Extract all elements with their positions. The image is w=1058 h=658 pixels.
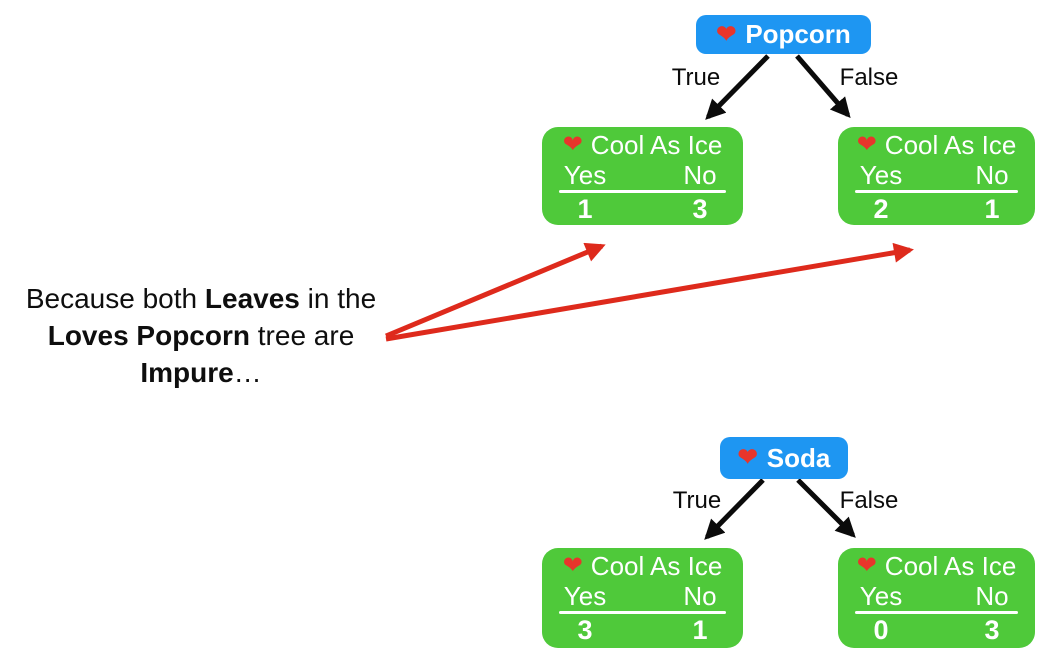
root-node-label: Popcorn	[745, 19, 851, 49]
yes-count: 0	[873, 615, 889, 645]
annotation-text: Because both Leaves in the Loves Popcorn…	[5, 280, 397, 391]
leaf-node-bottom-right: ❤ Cool As Ice Yes No 0 3	[838, 548, 1035, 648]
no-column-label: No	[683, 581, 717, 611]
heart-icon: ❤	[856, 131, 877, 158]
yes-column-label: Yes	[859, 581, 903, 611]
yes-count: 2	[873, 194, 889, 224]
no-count: 1	[692, 615, 708, 645]
yes-column-label: Yes	[859, 160, 903, 190]
annotation-line-1: Because both Leaves in the	[25, 283, 377, 314]
root-node-popcorn: ❤ Popcorn	[696, 15, 871, 54]
branch-label-false-top: False	[839, 64, 899, 91]
leaf-divider	[559, 611, 726, 614]
branch-label-false-bottom: False	[839, 487, 899, 514]
no-count: 3	[984, 615, 1000, 645]
no-count: 1	[984, 194, 1000, 224]
leaf-divider	[855, 611, 1018, 614]
heart-icon: ❤	[856, 552, 877, 579]
heart-icon: ❤	[562, 131, 583, 158]
leaf-title-label: Cool As Ice	[590, 130, 723, 160]
root-node-soda: ❤ Soda	[720, 437, 848, 479]
leaf-node-top-right: ❤ Cool As Ice Yes No 2 1	[838, 127, 1035, 225]
annotation-arrow-left-leaf	[385, 242, 606, 339]
heart-icon: ❤	[737, 444, 758, 471]
leaf-node-bottom-left: ❤ Cool As Ice Yes No 3 1	[542, 548, 743, 648]
leaf-title-label: Cool As Ice	[590, 551, 723, 581]
no-count: 3	[692, 194, 708, 224]
leaf-divider	[559, 190, 726, 193]
yes-count: 3	[577, 615, 593, 645]
branch-label-true-bottom: True	[672, 487, 722, 514]
heart-icon: ❤	[716, 20, 737, 48]
yes-count: 1	[577, 194, 593, 224]
yes-column-label: Yes	[563, 581, 607, 611]
leaf-node-top-left: ❤ Cool As Ice Yes No 1 3	[542, 127, 743, 225]
annotation-line-2: Loves Popcorn tree are	[47, 320, 355, 351]
annotation-arrow-right-leaf	[385, 242, 914, 342]
leaf-divider	[855, 190, 1018, 193]
branch-label-true-top: True	[671, 64, 721, 91]
no-column-label: No	[975, 581, 1009, 611]
heart-icon: ❤	[562, 552, 583, 579]
no-column-label: No	[683, 160, 717, 190]
leaf-title-label: Cool As Ice	[884, 551, 1017, 581]
no-column-label: No	[975, 160, 1009, 190]
leaf-title-label: Cool As Ice	[884, 130, 1017, 160]
yes-column-label: Yes	[563, 160, 607, 190]
root-node-label: Soda	[766, 442, 831, 473]
annotation-line-3: Impure…	[140, 357, 262, 388]
